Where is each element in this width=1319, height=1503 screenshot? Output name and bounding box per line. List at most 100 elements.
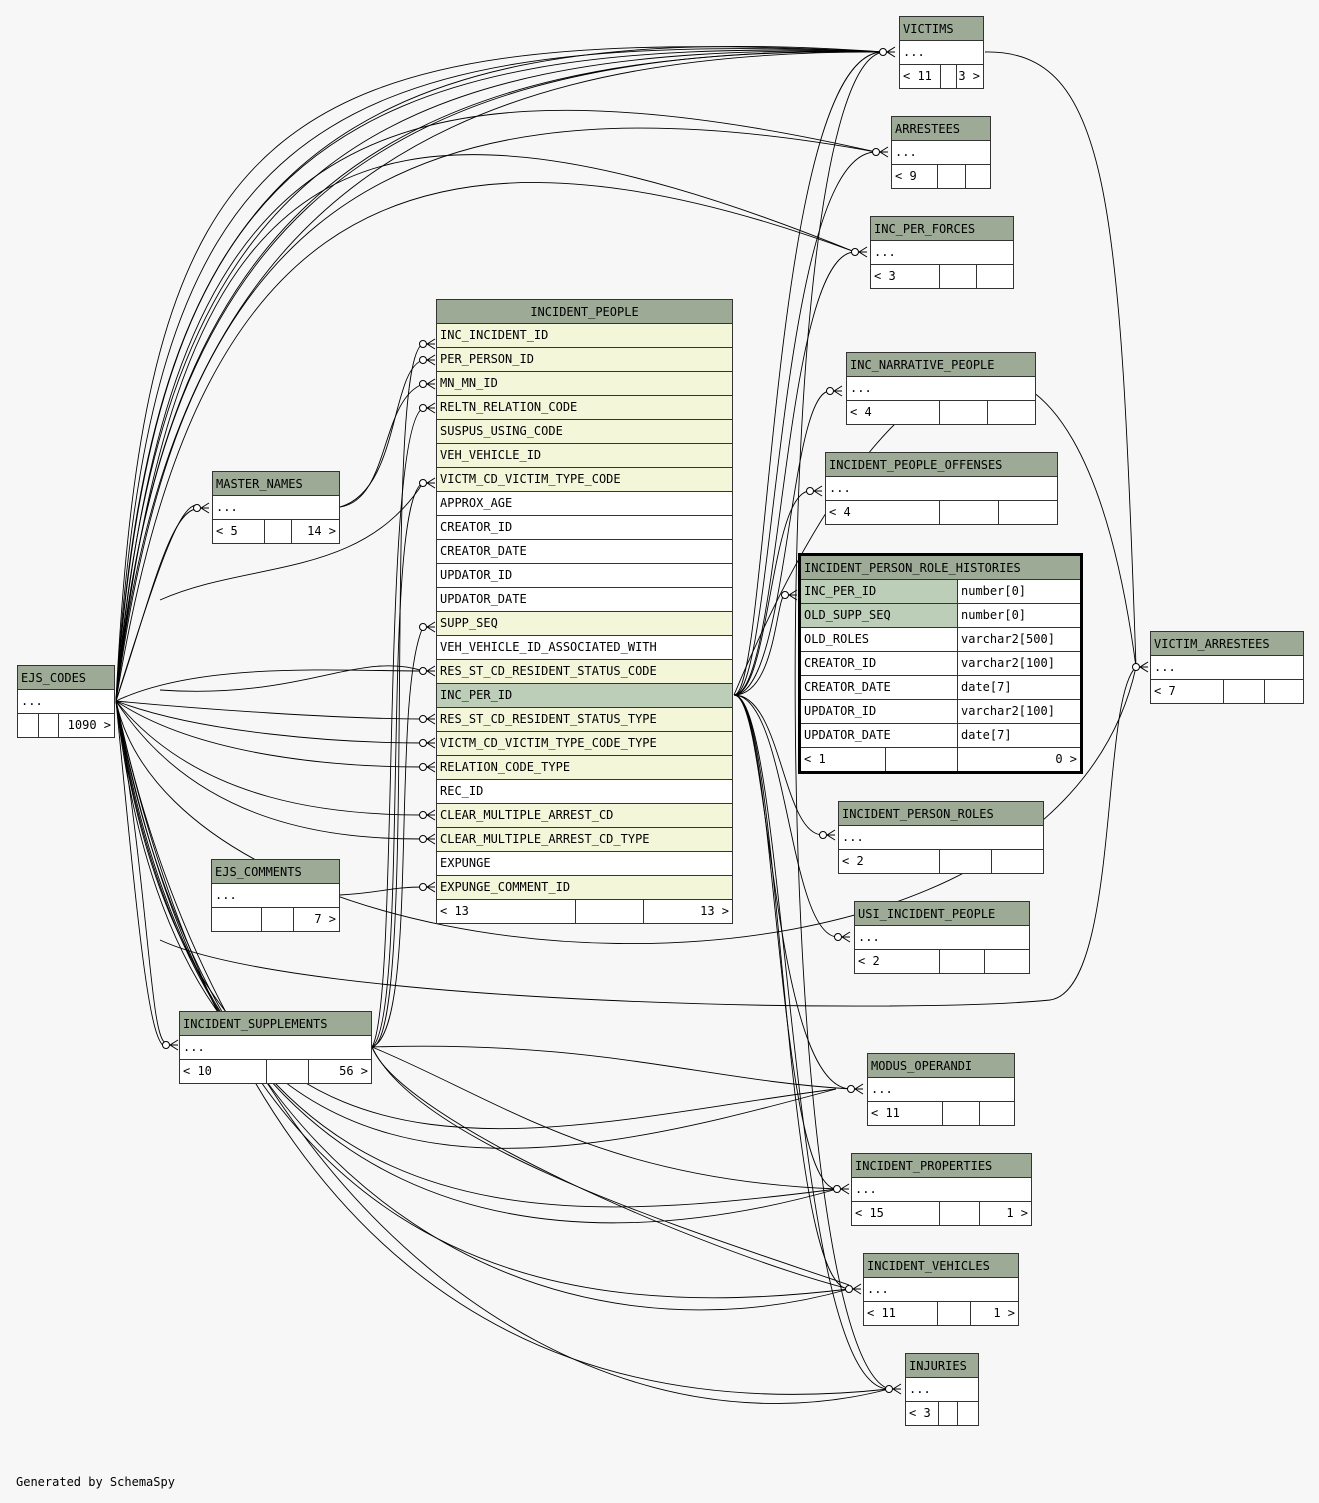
table-title: VICTIM_ARRESTEES <box>1151 632 1303 656</box>
table-usi-incident-people[interactable]: USI_INCIDENT_PEOPLE...< 2 <box>854 901 1030 974</box>
collapsed-columns-row: ... <box>906 1378 978 1402</box>
table-injuries[interactable]: INJURIES...< 3 <box>905 1353 979 1426</box>
column-row: VICTM_CD_VICTIM_TYPE_CODE <box>437 468 732 492</box>
relationship-line <box>115 48 884 702</box>
crow-foot-marker <box>426 665 436 677</box>
children-count <box>965 165 990 188</box>
collapsed-columns-row: ... <box>868 1078 1014 1102</box>
relationship-line <box>371 482 424 1048</box>
table-footer: < 3 <box>906 1402 978 1425</box>
relationship-line <box>733 251 856 696</box>
column-row: CREATOR_DATE <box>437 540 732 564</box>
children-count: 1 > <box>970 1302 1018 1325</box>
relationship-line <box>115 45 884 702</box>
children-count: 7 > <box>293 908 339 931</box>
relationship-line <box>115 700 890 1395</box>
relationship-line <box>115 700 424 768</box>
table-footer: < 3 <box>871 265 1013 288</box>
relationship-end-marker <box>851 248 859 256</box>
crow-foot-marker <box>833 385 843 397</box>
relationship-line <box>115 700 424 816</box>
relationship-line <box>115 504 198 702</box>
table-ejs-codes[interactable]: EJS_CODES...1090 > <box>17 665 115 738</box>
table-inc-per-forces[interactable]: INC_PER_FORCES...< 3 <box>870 216 1014 289</box>
relationship-line <box>115 50 884 702</box>
relationship-line <box>115 700 890 1404</box>
relationship-line <box>371 1046 838 1190</box>
relationship-line <box>794 51 890 1390</box>
column-row: VEH_VEHICLE_ID_ASSOCIATED_WITH <box>437 636 732 660</box>
parents-count <box>21 714 37 737</box>
relationship-line <box>115 700 838 1208</box>
crow-foot-marker <box>426 354 436 366</box>
crow-foot-marker <box>826 829 836 841</box>
column-name: OLD_SUPP_SEQ <box>804 608 891 622</box>
column-row: REC_ID <box>437 780 732 804</box>
crow-foot-marker <box>886 46 896 58</box>
table-title: MODUS_OPERANDI <box>868 1054 1014 1078</box>
table-modus-operandi[interactable]: MODUS_OPERANDI...< 11 <box>867 1053 1015 1126</box>
table-victim-arrestees[interactable]: VICTIM_ARRESTEES...< 7 <box>1150 631 1304 704</box>
relationship-end-marker <box>419 404 427 412</box>
relationship-line <box>733 694 850 1290</box>
table-footer: < 1 0 > <box>801 748 1080 771</box>
table-footer: 1090 > <box>18 714 114 737</box>
table-arrestees[interactable]: ARRESTEES...< 9 <box>891 116 991 189</box>
parents-count: < 4 <box>850 405 872 419</box>
column-row: RELTN_RELATION_CODE <box>437 396 732 420</box>
table-ejs-comments[interactable]: EJS_COMMENTS...7 > <box>211 859 340 932</box>
table-title: INC_PER_FORCES <box>871 217 1013 241</box>
column-name: CREATOR_ID <box>804 656 877 670</box>
relationship-end-marker <box>419 623 427 631</box>
column-row: RELATION_CODE_TYPE <box>437 756 732 780</box>
children-count: 3 > <box>956 65 983 88</box>
parents-count: < 3 <box>909 1406 931 1420</box>
crow-foot-marker <box>426 713 436 725</box>
table-inc-narrative-people[interactable]: INC_NARRATIVE_PEOPLE...< 4 <box>846 352 1036 425</box>
children-count: 1090 > <box>58 714 114 737</box>
table-incident-person-roles[interactable]: INCIDENT_PERSON_ROLES...< 2 <box>838 801 1044 874</box>
relationship-line <box>733 694 824 836</box>
relationship-line <box>115 700 838 1224</box>
children-count <box>991 850 1043 873</box>
collapsed-columns-row: ... <box>180 1036 371 1060</box>
relationship-end-marker <box>419 883 427 891</box>
table-footer: < 4 <box>826 501 1057 524</box>
column-row: RES_ST_CD_RESIDENT_STATUS_CODE <box>437 660 732 684</box>
relationship-end-marker <box>419 811 427 819</box>
table-incident-person-role-histories[interactable]: INCIDENT_PERSON_ROLE_HISTORIES INC_PER_I… <box>798 553 1083 774</box>
collapsed-columns-row: ... <box>892 141 990 165</box>
crow-foot-marker <box>426 809 436 821</box>
column-name: CREATOR_DATE <box>804 680 891 694</box>
crow-foot-marker <box>426 881 436 893</box>
relationship-line <box>115 666 1137 944</box>
column-row: UPDATOR_ID <box>437 564 732 588</box>
relationship-line <box>733 390 831 696</box>
crow-foot-marker <box>858 246 868 258</box>
collapsed-columns-row: ... <box>213 496 339 520</box>
table-footer: < 9 <box>892 165 990 188</box>
relationship-end-marker <box>419 739 427 747</box>
table-title: EJS_CODES <box>18 666 114 690</box>
relationship-end-marker <box>781 591 789 599</box>
table-incident-people-offenses[interactable]: INCIDENT_PEOPLE_OFFENSES...< 4 <box>825 452 1058 525</box>
table-title: INCIDENT_PEOPLE <box>437 300 732 324</box>
column-row: CLEAR_MULTIPLE_ARREST_CD <box>437 804 732 828</box>
column-name: OLD_ROLES <box>804 632 870 646</box>
relationship-line <box>159 665 424 692</box>
crow-foot-marker <box>841 931 851 943</box>
table-footer: < 11 <box>868 1102 1014 1125</box>
relationship-line <box>115 127 877 702</box>
parents-count <box>215 908 260 931</box>
table-title: INCIDENT_PROPERTIES <box>852 1154 1031 1178</box>
relationship-line <box>115 700 850 1299</box>
